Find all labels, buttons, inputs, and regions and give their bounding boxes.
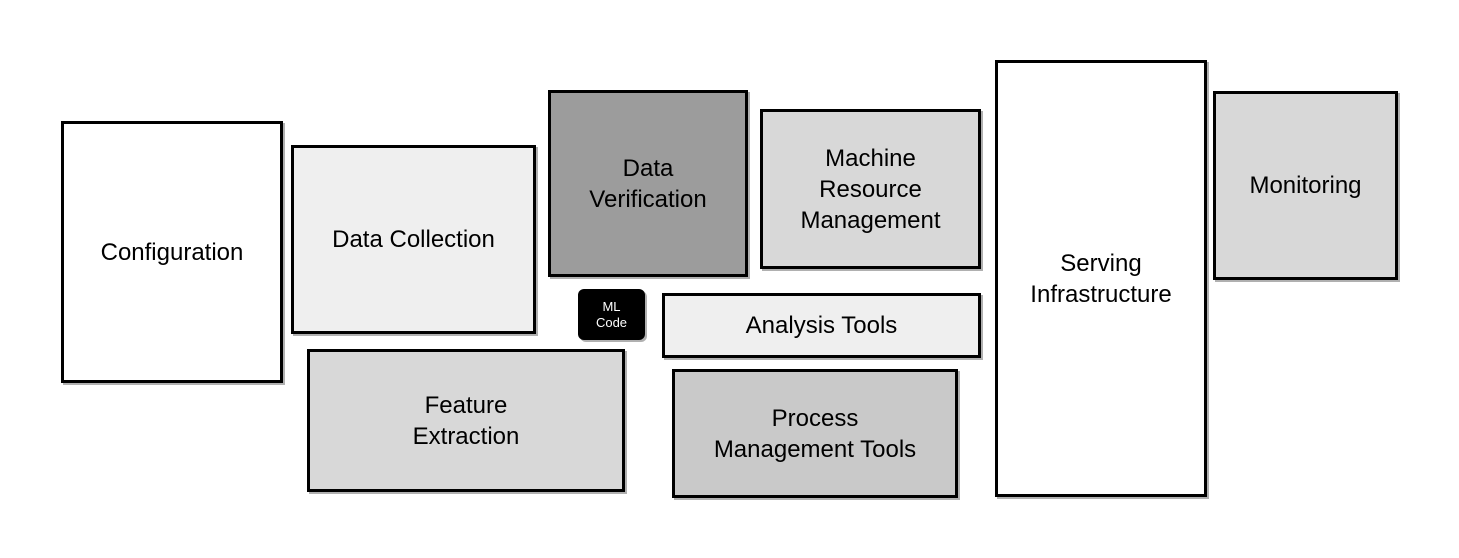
box-serving-infrastructure: Serving Infrastructure	[995, 60, 1207, 497]
label-line: Monitoring	[1249, 172, 1362, 199]
box-label: Monitoring	[1249, 170, 1361, 201]
label-line: Process	[771, 404, 859, 432]
label-line: Verification	[589, 185, 707, 213]
box-data-verification: Data Verification	[548, 90, 748, 277]
box-label: Data Verification	[589, 153, 706, 215]
box-machine-resource-management: Machine Resource Management	[760, 109, 981, 269]
box-label: Data Collection	[332, 224, 495, 255]
box-label: Analysis Tools	[746, 310, 898, 341]
label-line: ML	[602, 298, 621, 314]
box-label: Configuration	[101, 237, 244, 268]
box-monitoring: Monitoring	[1213, 91, 1398, 280]
label-line: Analysis Tools	[745, 312, 898, 339]
label-line: Data Collection	[332, 226, 495, 253]
box-data-collection: Data Collection	[291, 145, 536, 334]
box-ml-code: ML Code	[578, 289, 645, 340]
label-line: Serving	[1060, 249, 1142, 277]
box-feature-extraction: Feature Extraction	[307, 349, 625, 492]
box-label: ML Code	[596, 299, 627, 331]
label-line: Extraction	[412, 422, 520, 450]
label-line: Management	[800, 206, 941, 234]
box-label: Serving Infrastructure	[1030, 248, 1171, 310]
label-line: Machine	[825, 144, 916, 172]
label-line: Data	[622, 154, 674, 182]
box-configuration: Configuration	[61, 121, 283, 383]
box-analysis-tools: Analysis Tools	[662, 293, 981, 358]
label-line: Feature	[424, 391, 508, 419]
label-line: Infrastructure	[1030, 280, 1172, 308]
box-label: Machine Resource Management	[800, 143, 940, 236]
label-line: Configuration	[100, 238, 244, 266]
label-line: Code	[595, 314, 628, 330]
label-line: Resource	[819, 175, 922, 203]
box-process-management-tools: Process Management Tools	[672, 369, 958, 498]
box-label: Process Management Tools	[714, 403, 916, 465]
box-label: Feature Extraction	[413, 390, 520, 452]
label-line: Management Tools	[713, 435, 917, 463]
